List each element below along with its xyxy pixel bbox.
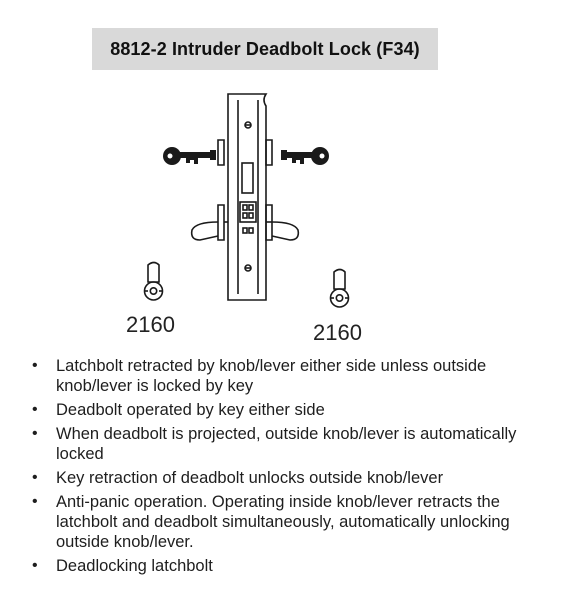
left-cylinder-label: 2160 (126, 312, 175, 337)
auxiliary-latch (242, 227, 248, 234)
inside-lever (271, 221, 300, 241)
title-bar: 8812-2 Intruder Deadbolt Lock (F34) (92, 28, 438, 70)
right-cylinder-icon (329, 268, 350, 308)
bullet-icon: • (32, 493, 38, 510)
bullet-icon: • (32, 401, 38, 418)
feature-item: •Deadbolt operated by key either side (32, 401, 325, 419)
left-cylinder-icon (143, 261, 164, 301)
bottom-screw-icon (244, 264, 252, 272)
top-screw-icon (244, 121, 252, 129)
right-cylinder-label: 2160 (313, 320, 362, 345)
feature-item: •Latchbolt retracted by knob/lever eithe… (32, 357, 487, 395)
outside-lever (190, 221, 219, 241)
bullet-icon: • (32, 469, 38, 486)
feature-item: •When deadbolt is projected, outside kno… (32, 425, 517, 463)
page-title: 8812-2 Intruder Deadbolt Lock (F34) (110, 38, 420, 59)
deadbolt-opening (241, 162, 254, 194)
bullet-icon: • (32, 357, 38, 374)
feature-item: •Anti-panic operation. Operating inside … (32, 493, 510, 551)
latchbolt (239, 201, 257, 223)
feature-item: •Deadlocking latchbolt (32, 557, 213, 575)
bullet-icon: • (32, 557, 38, 574)
bullet-icon: • (32, 425, 38, 442)
feature-item: •Key retraction of deadbolt unlocks outs… (32, 469, 444, 487)
lock-diagram (143, 93, 350, 308)
feature-list: •Latchbolt retracted by knob/lever eithe… (28, 356, 548, 580)
